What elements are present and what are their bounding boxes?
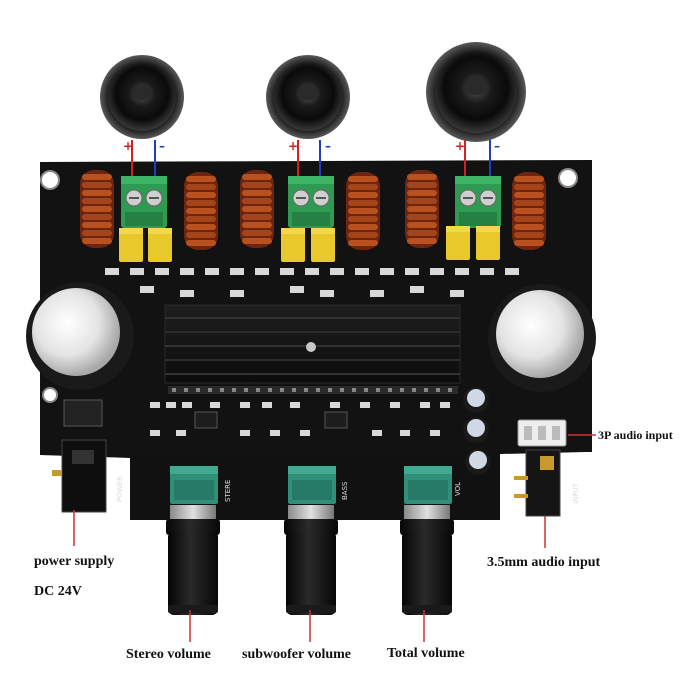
silk-bass: BASS [341,481,349,500]
svg-text:–: – [159,139,165,153]
power-supply-label: power supply [34,554,115,569]
svg-text:+: + [455,139,465,153]
smd-components [105,268,519,297]
subwoofer-speaker [426,42,526,142]
svg-text:+: + [288,139,298,153]
silk-power: POWER [116,476,124,502]
board-silkscreen: POWER STERE BASS VOL INPUT [116,476,580,504]
potentiometers [170,466,452,504]
subwoofer-volume-label: subwoofer volume [242,647,352,662]
dc-power-jack [52,399,107,513]
3.5mm-jack [514,449,561,517]
3p-audio-header [517,419,567,447]
stereo-volume-knob[interactable] [166,505,220,615]
stereo-volume-label: Stereo volume [126,647,211,662]
speaker-leads: + – + – + – [123,139,500,178]
3p-audio-input-label: 3P audio input [598,428,673,442]
svg-text:+: + [123,139,133,153]
right-electrolytic-capacitor [488,284,596,392]
silk-vol: VOL [454,482,462,496]
svg-text:–: – [325,139,331,153]
annotation-pointers [73,434,596,642]
silk-stereo: STERE [224,480,232,502]
3.5mm-audio-input-label: 3.5mm audio input [487,555,601,570]
heatsink [164,304,461,384]
total-volume-knob[interactable] [400,505,454,615]
left-speaker [100,55,184,139]
pin-header [168,386,458,394]
total-volume-label: Total volume [387,646,465,661]
dc-voltage-label: DC 24V [34,584,82,599]
small-capacitors [463,387,491,475]
lower-smd-area [150,402,450,436]
left-electrolytic-capacitor [26,282,134,390]
center-speaker [266,55,350,139]
subwoofer-volume-knob[interactable] [284,505,338,615]
silk-input: INPUT [572,482,580,504]
svg-text:–: – [494,139,500,153]
